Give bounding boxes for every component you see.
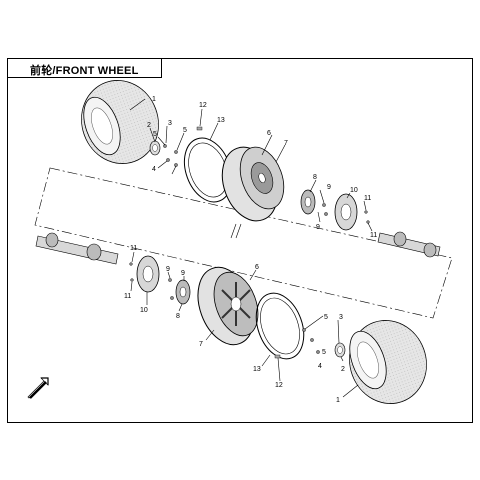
callout-11-lower-a: 11 [130,245,137,252]
upper-leader-lines [129,98,373,232]
callout-3-lower: 3 [339,314,343,321]
lower-half-shaft [35,232,119,265]
callout-11-upper-a: 11 [364,195,371,202]
callout-8-lower: 8 [176,313,180,320]
callout-5-upper-a: 5 [153,131,157,138]
lower-brake-disc [129,255,160,293]
title-box [7,58,162,78]
callout-10-lower: 10 [140,307,148,314]
upper-brake-disc [334,193,370,231]
callout-9-lower-b: 9 [181,270,185,277]
callout-11-upper-b: 11 [370,232,377,239]
callout-13-upper: 13 [217,117,225,124]
callout-6-upper: 6 [267,130,271,137]
callout-8-upper: 8 [313,174,317,181]
upper-small-parts [163,126,203,167]
callout-13-lower: 13 [253,366,261,373]
lower-rim [197,266,259,346]
page-title: 前轮/FRONT WHEEL [30,65,139,77]
callout-7-upper: 7 [284,140,288,147]
callout-11-lower-b: 11 [124,293,131,300]
upper-hub-cap [149,140,161,156]
callout-2-lower: 2 [341,366,345,373]
lower-tire [349,320,427,404]
lower-small-parts [274,328,320,359]
callout-7-lower: 7 [199,341,203,348]
axle-centerline [34,167,453,319]
callout-1-lower: 1 [336,397,340,404]
lower-leader-lines [130,251,359,398]
callout-5-lower-a: 5 [324,314,328,321]
callout-5-lower-b: 5 [322,349,326,356]
lower-hub [168,278,191,305]
upper-hub [300,189,328,216]
lower-beadlock-ring [255,292,305,360]
callout-9-upper-b: 9 [316,224,320,231]
callout-1-upper: 1 [152,96,156,103]
callout-10-upper: 10 [350,187,358,194]
lower-hub-cap [334,342,346,358]
callout-3-upper: 3 [168,120,172,127]
diagram-frame [7,58,473,423]
upper-half-shaft [377,231,441,258]
callout-4-upper: 4 [152,166,156,173]
callout-12-upper: 12 [199,102,207,109]
upper-rim [221,146,285,222]
callout-6-lower: 6 [255,264,259,271]
upper-tire [81,80,159,164]
front-direction-arrow-icon [27,377,49,399]
callout-5-upper-b: 5 [183,127,187,134]
callout-12-lower: 12 [275,382,283,389]
callout-2-upper: 2 [147,122,151,129]
callout-4-lower: 4 [318,363,322,370]
callout-9-lower-a: 9 [166,266,170,273]
callout-9-upper-a: 9 [327,184,331,191]
